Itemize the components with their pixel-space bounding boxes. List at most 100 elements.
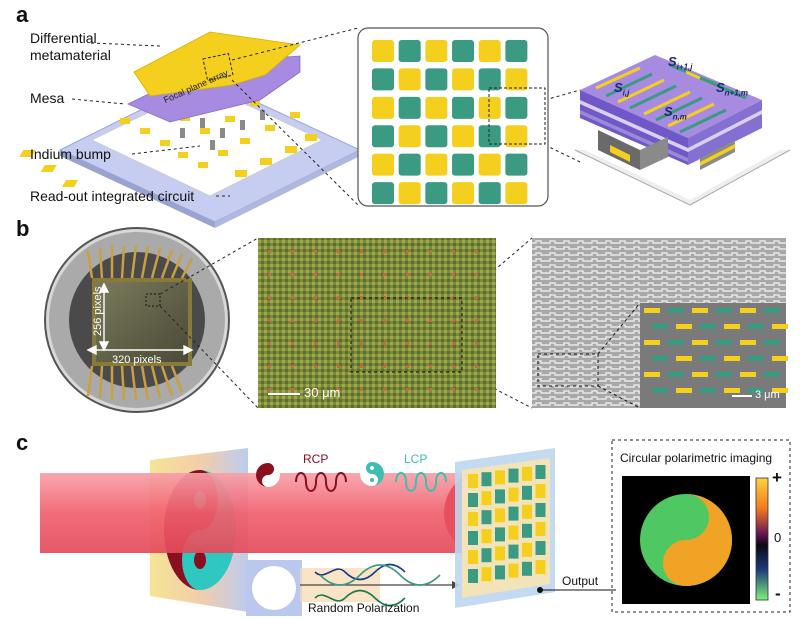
micrograph-dot <box>291 365 294 368</box>
micrograph-dot <box>475 296 478 299</box>
micrograph-dot <box>406 319 409 322</box>
plate-cell <box>508 468 519 483</box>
plate-cell <box>522 561 532 576</box>
cell-label-s-n-m: Sn,m <box>664 104 687 122</box>
micrograph-dot <box>268 388 271 391</box>
plate-cell <box>495 527 505 542</box>
micrograph-dot <box>291 319 294 322</box>
lcp-helix-icon <box>395 472 447 492</box>
sem-stripe <box>700 388 716 393</box>
micrograph-dot <box>314 319 317 322</box>
plate-cell <box>508 544 519 559</box>
sem-stripe <box>692 372 708 377</box>
sem-stripe <box>772 388 788 393</box>
optical-micrograph <box>258 238 496 408</box>
plate-cell <box>522 504 532 519</box>
micrograph-dot <box>360 319 363 322</box>
plate-cell <box>535 503 546 517</box>
sem-stripe <box>748 388 764 393</box>
grid-zoom-square <box>488 87 546 145</box>
plate-cell <box>535 560 546 574</box>
sem-stripe <box>724 356 740 361</box>
plate-cell <box>468 550 478 564</box>
micrograph-dot <box>360 342 363 345</box>
sem-stripe <box>748 356 764 361</box>
micrograph-dot <box>429 365 432 368</box>
grid-cell <box>452 68 475 91</box>
micrograph-dot <box>291 388 294 391</box>
grid-cell <box>425 182 448 205</box>
micrograph-dot <box>337 273 340 276</box>
micrograph-dot <box>452 365 455 368</box>
detector-plate-grid <box>468 465 546 583</box>
grid-cell <box>452 125 475 148</box>
grid-cell <box>425 40 448 62</box>
sem-zoom-square <box>537 353 599 387</box>
plate-cell <box>495 565 505 580</box>
micrograph-dot <box>383 250 386 253</box>
colorbar-plus: + <box>772 468 782 487</box>
grid-cell <box>372 125 394 148</box>
result-yinyang <box>640 494 732 586</box>
micrograph-dot <box>452 250 455 253</box>
micrograph-dot <box>475 365 478 368</box>
micrograph-dot <box>337 388 340 391</box>
plate-cell <box>508 506 519 521</box>
grid-cell <box>372 40 394 62</box>
plate-cell <box>481 491 492 506</box>
plate-cell <box>522 523 532 538</box>
sem-stripe <box>668 372 684 377</box>
label-metamaterial: metamaterial <box>30 47 111 63</box>
label-rcp: RCP <box>303 452 329 466</box>
micrograph-dot <box>383 365 386 368</box>
micrograph-dot <box>406 365 409 368</box>
grid-cell <box>505 153 528 176</box>
plate-cell <box>522 542 532 557</box>
micrograph-dot <box>475 388 478 391</box>
grid-cell <box>505 125 528 148</box>
sem-inset-pattern <box>644 308 788 393</box>
micrograph-dot <box>314 296 317 299</box>
micrograph-dot <box>383 342 386 345</box>
grid-cell <box>425 68 448 91</box>
micrograph-dot <box>383 273 386 276</box>
micrograph-dot <box>337 342 340 345</box>
plate-cell <box>508 563 519 578</box>
micrograph-dot <box>383 388 386 391</box>
label-lcp: LCP <box>404 452 428 466</box>
micrograph-dot <box>452 388 455 391</box>
micrograph-dot <box>291 250 294 253</box>
sem-stripe <box>668 308 684 313</box>
label-random-polarization: Random Polarization <box>308 601 420 615</box>
sem-stripe <box>740 340 756 345</box>
plate-cell <box>468 569 478 583</box>
plate-cell <box>495 546 505 561</box>
plate-cell <box>495 470 505 485</box>
plate-cell <box>522 485 532 500</box>
grid-cell <box>425 153 448 176</box>
sem-stripe <box>668 340 684 345</box>
rcp-yinyang-icon <box>256 463 280 487</box>
plate-cell <box>481 548 492 563</box>
label-differential: Differential <box>30 30 97 46</box>
micrograph-dot <box>429 250 432 253</box>
micrograph-dot <box>452 342 455 345</box>
label-circular-polarimetric-imaging: Circular polarimetric imaging <box>620 451 773 465</box>
grid-cell <box>398 96 421 119</box>
sem-stripe <box>740 308 756 313</box>
sem-stripe <box>772 324 788 329</box>
micrograph-dot <box>314 365 317 368</box>
sem-stripe <box>764 340 780 345</box>
sem-stripe <box>644 340 660 345</box>
plate-cell <box>535 484 546 498</box>
panel-a-letter: a <box>16 2 29 27</box>
plate-cell <box>481 510 492 525</box>
micrograph-dot <box>406 250 409 253</box>
plate-cell <box>535 541 546 555</box>
plate-cell <box>535 465 546 479</box>
grid-cell <box>398 125 421 148</box>
grid-cell <box>398 153 421 176</box>
sem-stripe <box>676 356 692 361</box>
sem-stripe <box>764 308 780 313</box>
grid-cell <box>478 96 501 119</box>
